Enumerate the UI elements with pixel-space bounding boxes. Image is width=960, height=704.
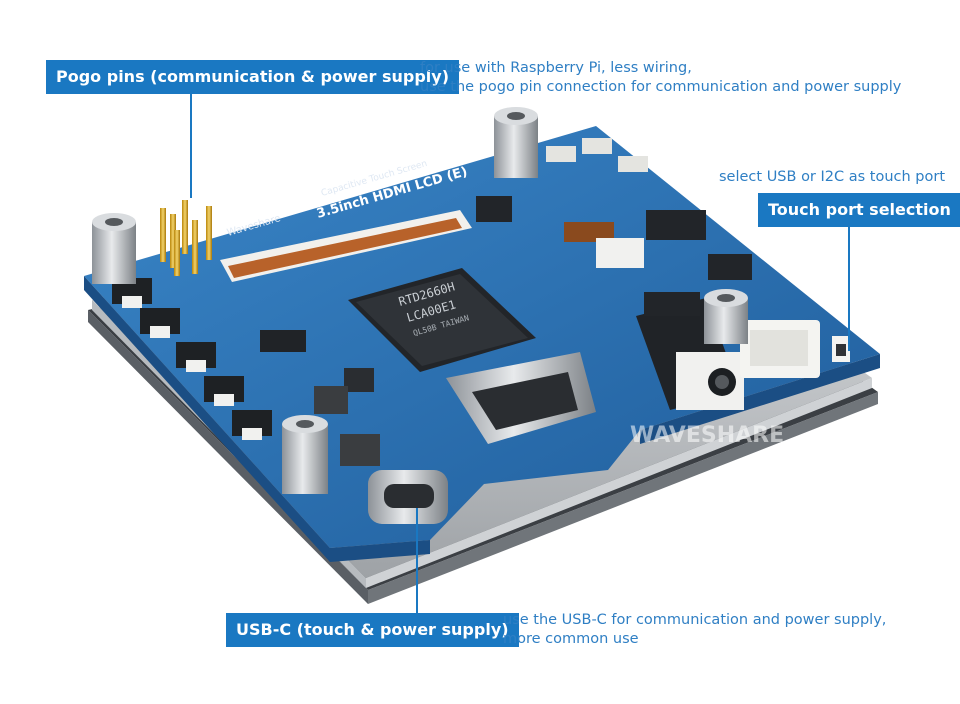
usbc-leader-line	[416, 508, 418, 614]
watermark: WAVESHARE	[630, 423, 784, 448]
usb-c-label: USB-C (touch & power supply)	[226, 613, 519, 647]
pogo-desc-line-1: for use with Raspberry Pi, less wiring,	[420, 60, 692, 76]
pogo-desc-line-2: use the pogo pin connection for communic…	[420, 79, 902, 95]
standoffs	[92, 107, 748, 494]
touch-port-label: Touch port selection	[758, 193, 960, 227]
pogo-pins	[160, 200, 212, 276]
usbc-desc-line-1: use the USB-C for communication and powe…	[503, 612, 887, 628]
usb-c-description: use the USB-C for communication and powe…	[503, 611, 886, 649]
touch-leader-line	[848, 227, 850, 351]
usbc-desc-line-2: more common use	[503, 631, 639, 647]
pogo-pins-label: Pogo pins (communication & power supply)	[46, 60, 460, 94]
pogo-pins-description: for use with Raspberry Pi, less wiring, …	[420, 59, 901, 97]
touch-port-description: select USB or I2C as touch port	[719, 169, 946, 185]
pogo-leader-line	[190, 94, 192, 198]
